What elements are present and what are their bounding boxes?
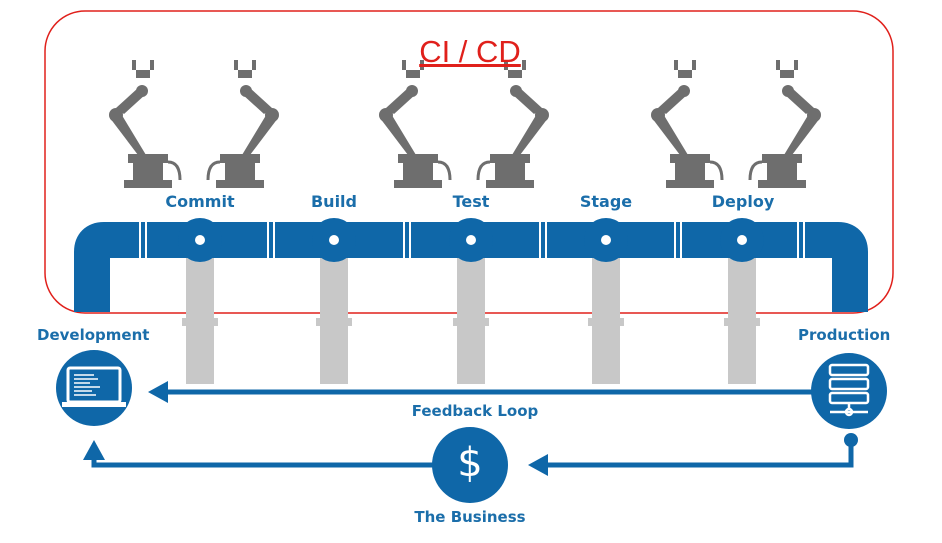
robot-arm-icon [476, 58, 551, 190]
robot-arms [107, 58, 823, 190]
laptop-icon [62, 366, 126, 407]
pipe-supports [182, 258, 760, 384]
stage-label-deploy: Deploy [711, 192, 775, 211]
server-icon [828, 363, 870, 417]
business-node [432, 427, 508, 503]
stage-label-build: Build [310, 192, 357, 211]
robot-arm-icon [206, 58, 281, 190]
robot-arm-icon [748, 58, 823, 190]
production-node [811, 353, 887, 429]
dollar-icon: $ [457, 440, 483, 486]
production-label: Production [798, 326, 891, 344]
robot-arm-icon [649, 58, 724, 190]
pipeline [74, 218, 868, 312]
business-loop-arrow [83, 433, 858, 476]
feedback-loop-label: Feedback Loop [411, 402, 539, 420]
robot-arm-icon [377, 58, 452, 190]
page-title: CI / CD [419, 34, 521, 69]
stage-label-stage: Stage [579, 192, 633, 211]
business-label: The Business [414, 508, 526, 526]
stage-label-commit: Commit [165, 192, 235, 211]
robot-arm-icon [107, 58, 182, 190]
development-node [56, 350, 132, 426]
development-label: Development [37, 326, 150, 344]
stage-label-test: Test [452, 192, 490, 211]
feedback-loop-arrow [148, 381, 818, 403]
